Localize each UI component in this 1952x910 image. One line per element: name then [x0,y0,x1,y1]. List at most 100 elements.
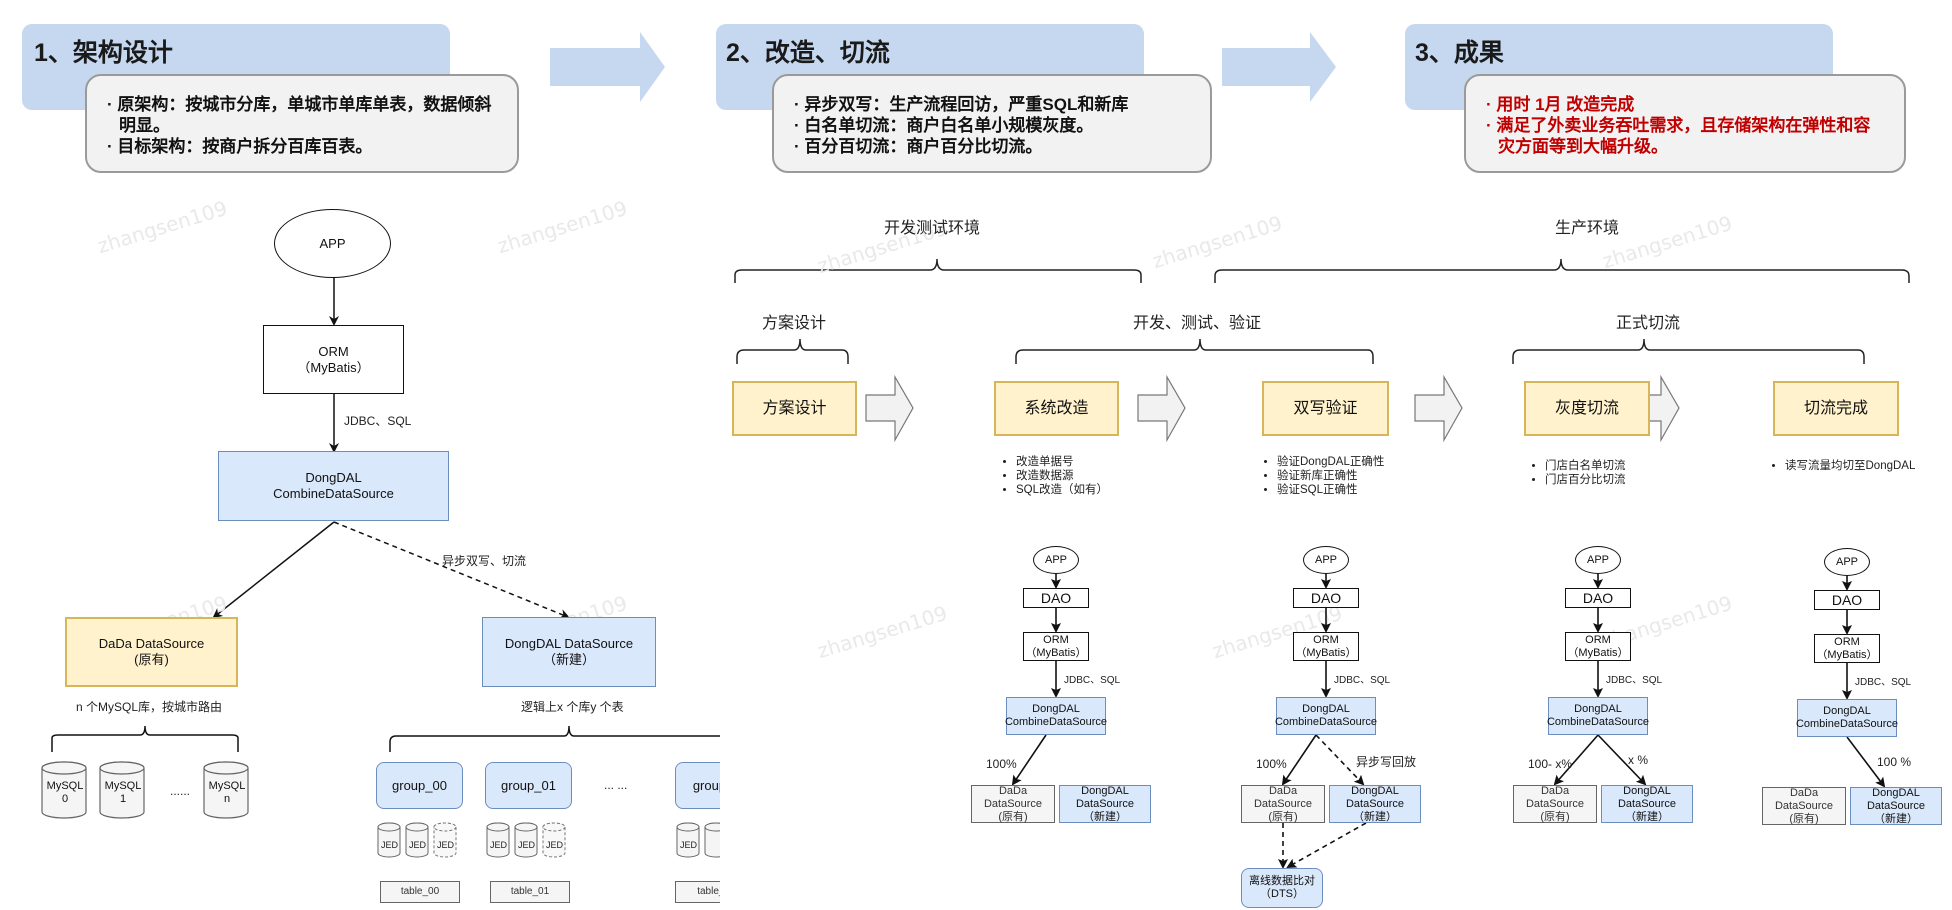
table-label: table_01 [510,886,550,897]
phase-item: · 目标架构：按商户拆分百库百表。 [107,137,373,156]
mini-arrow [1315,734,1365,786]
step-bullets: 验证DongDAL正确性 验证新库正确性 验证SQL正确性 [1263,455,1384,497]
group-cut-label: 正式切流 [1616,315,1681,332]
mini-dada-node-text: DataSource [1253,797,1313,810]
mysql-n: MySQL n [202,780,252,806]
mini-dongdal-node-text: DataSource [1345,797,1405,810]
dongdal-sublabel: （新建） [542,652,595,667]
brace-dev [1015,338,1374,364]
table-node: table_... [675,881,720,903]
dada-datasource-node: DaDa DataSource (原有) [65,617,238,687]
jed-label: JED [546,840,564,850]
mini-dada-node-text: DaDa [1268,784,1298,797]
step-label: 系统改造 [1024,399,1089,417]
mysql-cylinders [41,761,249,819]
dada-note: n 个MySQL库，按城市路由 [76,700,223,714]
mini-dao-node: DAO [1023,588,1089,608]
phase-item: · 满足了外卖业务吞吐需求，且存储架构在弹性和容灾方面等到大幅升级。 [1486,116,1871,156]
combine-label: DongDAL [305,470,362,485]
mysql-1: MySQL 1 [98,780,148,806]
phase-item: · 用时 1月 改造完成 [1486,95,1635,114]
mini-app-node-text: APP [1044,554,1067,566]
bullet-item: 验证SQL正确性 [1277,483,1384,497]
mini-app-node: APP [1033,546,1079,574]
mini-orm-node-text: （MyBatis） [1567,646,1629,659]
brace-prod-env [1214,258,1910,283]
group-node: group_01 [485,762,572,809]
jed-label: JED [490,840,508,850]
mysql-ellipsis: ...... [170,784,191,798]
phase-item: · 原架构：按城市分库，单城市单库单表，数据倾斜明显。 [107,95,492,135]
mini-dada-node-text: (原有) [1789,812,1819,825]
mini-dts-node-text: 离线数据比对 [1249,875,1315,887]
group-node: group_... [675,762,720,809]
dongdal-datasource-node: DongDAL DataSource （新建） [482,617,656,687]
table-node: table_01 [490,881,570,903]
mysql-name: MySQL [46,780,84,792]
arrow-combine-dongdal [333,521,570,619]
dada-label: DaDa DataSource [98,636,205,651]
phase-card-3: · 用时 1月 改造完成 · 满足了外卖业务吞吐需求，且存储架构在弹性和容灾方面… [1464,74,1906,173]
mini-orm-node: ORM（MyBatis） [1293,632,1359,661]
phase-arrow-2 [1222,32,1336,102]
group-dev-label: 开发、测试、验证 [1133,315,1262,332]
brace-dev-env [734,258,1142,283]
mysql-index: 1 [119,793,127,805]
step-bullets: 改造单据号 改造数据源 SQL改造（如有） [1002,455,1108,497]
phase-arrow-1 [550,32,665,102]
phase-title-2: 2、改造、切流 [726,39,890,67]
bullet-item: 门店白名单切流 [1545,459,1626,473]
mini-right-ratio: 100 % [1877,755,1912,769]
step-box: 系统改造 [994,381,1119,436]
step-box: 方案设计 [732,381,857,436]
mysql-name: MySQL [208,780,246,792]
mini-dao-node-text: DAO [1310,590,1342,606]
mini-dongdal-node-text: （新建） [1083,810,1127,823]
mini-dada-node-text: DaDa [1540,784,1570,797]
phase-title-1: 1、架构设计 [34,39,173,67]
phase-item: · 百分百切流：商户百分比切流。 [794,137,1043,156]
group-label: group_00 [392,777,447,793]
phase-item: · 异步双写：生产流程回访，严重SQL和新库 [794,95,1129,114]
mini-dao-node: DAO [1293,588,1359,608]
env-dev-label: 开发测试环境 [884,220,981,237]
mini-app-node-text: APP [1314,554,1337,566]
mini-app-node: APP [1824,548,1870,576]
mini-arrow [1286,822,1367,868]
mini-app-node: APP [1303,546,1349,574]
step-arrow-1 [865,374,914,443]
mini-orm-node-text: （MyBatis） [1816,648,1878,661]
mini-dongdal-node-text: DongDAL [1872,786,1920,799]
mini-dao-node: DAO [1565,588,1631,608]
mini-dada-node-text: DataSource [983,797,1043,810]
mini-left-ratio: 100% [1256,757,1287,771]
mini-combine-node-text: CombineDataSource [1004,716,1108,728]
group-node: group_00 [376,762,463,809]
mini-dao-node-text: DAO [1040,590,1072,606]
jed-label: JED [680,840,698,850]
mini-combine-node-text: CombineDataSource [1795,718,1899,730]
step-box: 切流完成 [1773,381,1899,436]
step-box: 双写验证 [1262,381,1389,436]
jdbc-label: JDBC、SQL [344,414,412,428]
bullet-item: 门店百分比切流 [1545,473,1626,487]
step-box: 灰度切流 [1524,381,1650,436]
mini-right-ratio: x % [1628,753,1649,767]
env-prod-label: 生产环境 [1555,220,1620,237]
mysql-name: MySQL [104,780,142,792]
mini-orm-node: ORM（MyBatis） [1565,632,1631,661]
mini-dada-node-text: (原有) [1268,810,1298,823]
group-design-label: 方案设计 [762,315,827,332]
mysql-index: n [223,793,231,805]
mini-orm-node: ORM（MyBatis） [1814,634,1880,663]
table-node: table_00 [380,881,460,903]
mini-dao-node-text: DAO [1831,592,1863,608]
phase-card-2: · 异步双写：生产流程回访，严重SQL和新库 · 白名单切流：商户白名单小规模灰… [772,74,1212,173]
bullet-item: 验证新库正确性 [1277,469,1384,483]
